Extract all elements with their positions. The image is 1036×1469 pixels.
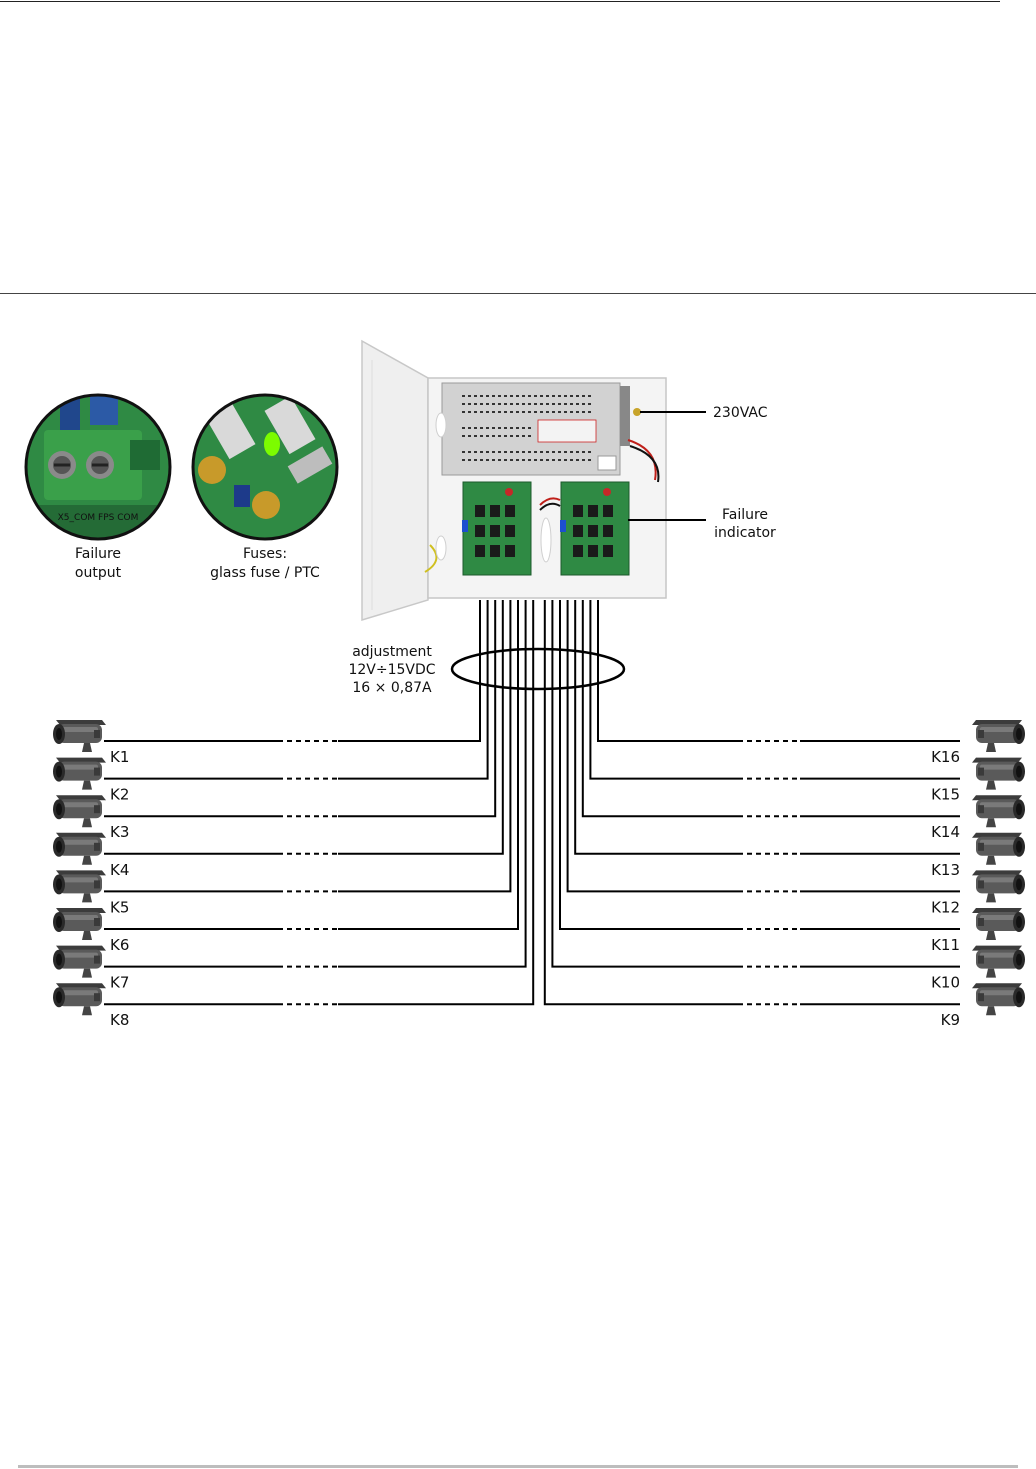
channel-label-k1: K1 xyxy=(110,748,129,766)
camera-icon-k9 xyxy=(972,983,1025,1016)
camera-icon-k14 xyxy=(972,795,1025,828)
channel-label-k2: K2 xyxy=(110,786,129,804)
fuse-board-right xyxy=(560,481,630,576)
camera-icon-k8 xyxy=(53,983,106,1016)
channel-label-k3: K3 xyxy=(110,823,129,841)
cameras xyxy=(53,720,1025,1016)
wire-k7 xyxy=(104,600,527,968)
failure-output-label-line2: output xyxy=(75,565,122,581)
camera-icon-k6 xyxy=(53,908,106,940)
channel-label-k10: K10 xyxy=(931,974,960,992)
channel-label-k4: K4 xyxy=(110,861,129,879)
wire-k14 xyxy=(581,600,960,818)
channel-label-k13: K13 xyxy=(931,861,960,879)
failure-indicator-label-line1: Failure xyxy=(722,507,768,523)
wire-k6 xyxy=(104,600,519,930)
adjustment-label-line2: 12V÷15VDC xyxy=(348,662,435,678)
channel-label-k6: K6 xyxy=(110,936,129,954)
adjustment-label-line1: adjustment xyxy=(352,644,432,660)
camera-icon-k3 xyxy=(53,795,106,828)
camera-icon-k1 xyxy=(53,720,106,752)
wire-k1 xyxy=(104,600,481,742)
channel-label-k12: K12 xyxy=(931,898,960,916)
channel-label-k16: K16 xyxy=(931,748,960,766)
channel-label-k14: K14 xyxy=(931,823,960,841)
wire-k15 xyxy=(589,600,960,780)
channel-label-k11: K11 xyxy=(931,936,960,954)
camera-icon-k15 xyxy=(972,757,1025,790)
wire-k4 xyxy=(104,600,504,855)
wire-k13 xyxy=(574,600,960,855)
channel-label-k7: K7 xyxy=(110,974,129,992)
camera-icon-k11 xyxy=(972,908,1025,940)
camera-icon-k2 xyxy=(53,757,106,790)
wire-k5 xyxy=(104,600,512,893)
fuses-label-line2: glass fuse / PTC xyxy=(210,565,320,581)
top-rule xyxy=(0,1,1000,2)
adjustment-label-line3: 16 × 0,87A xyxy=(352,680,432,696)
wire-k9 xyxy=(543,600,960,1006)
camera-icon-k5 xyxy=(53,870,106,903)
wire-k11 xyxy=(559,600,960,930)
camera-icon-k7 xyxy=(53,945,106,978)
channel-label-k8: K8 xyxy=(110,1011,129,1029)
failure-output-inset: X5_COM FPS COM Failure output xyxy=(24,393,172,581)
camera-icon-k4 xyxy=(53,832,106,865)
footer-rule xyxy=(18,1465,1018,1468)
camera-icon-k10 xyxy=(972,945,1025,978)
section-rule xyxy=(0,293,1036,294)
camera-icon-k12 xyxy=(972,870,1025,903)
channel-label-k5: K5 xyxy=(110,898,129,916)
wire-k12 xyxy=(566,600,960,893)
failure-output-label-line1: Failure xyxy=(75,546,121,562)
wire-k16 xyxy=(597,600,960,742)
channel-label-k9: K9 xyxy=(941,1011,960,1029)
mains-voltage-label: 230VAC xyxy=(713,405,768,421)
camera-icon-k13 xyxy=(972,832,1025,865)
wire-k2 xyxy=(104,600,489,780)
failure-indicator-label-line2: indicator xyxy=(714,525,776,541)
output-wires xyxy=(104,600,960,1006)
wire-k8 xyxy=(104,600,535,1006)
wire-k10 xyxy=(551,600,960,968)
camera-icon-k16 xyxy=(972,720,1025,752)
fuses-label-line1: Fuses: xyxy=(243,546,287,562)
wire-k3 xyxy=(104,600,497,818)
channel-label-k15: K15 xyxy=(931,786,960,804)
smps-module xyxy=(441,382,630,476)
terminal-markings-text: X5_COM FPS COM xyxy=(58,513,139,523)
power-supply-enclosure xyxy=(361,339,667,622)
cable-bundle-ellipse xyxy=(450,647,626,691)
fuses-inset: Fuses: glass fuse / PTC xyxy=(191,393,339,581)
fuse-board-left xyxy=(462,481,532,576)
